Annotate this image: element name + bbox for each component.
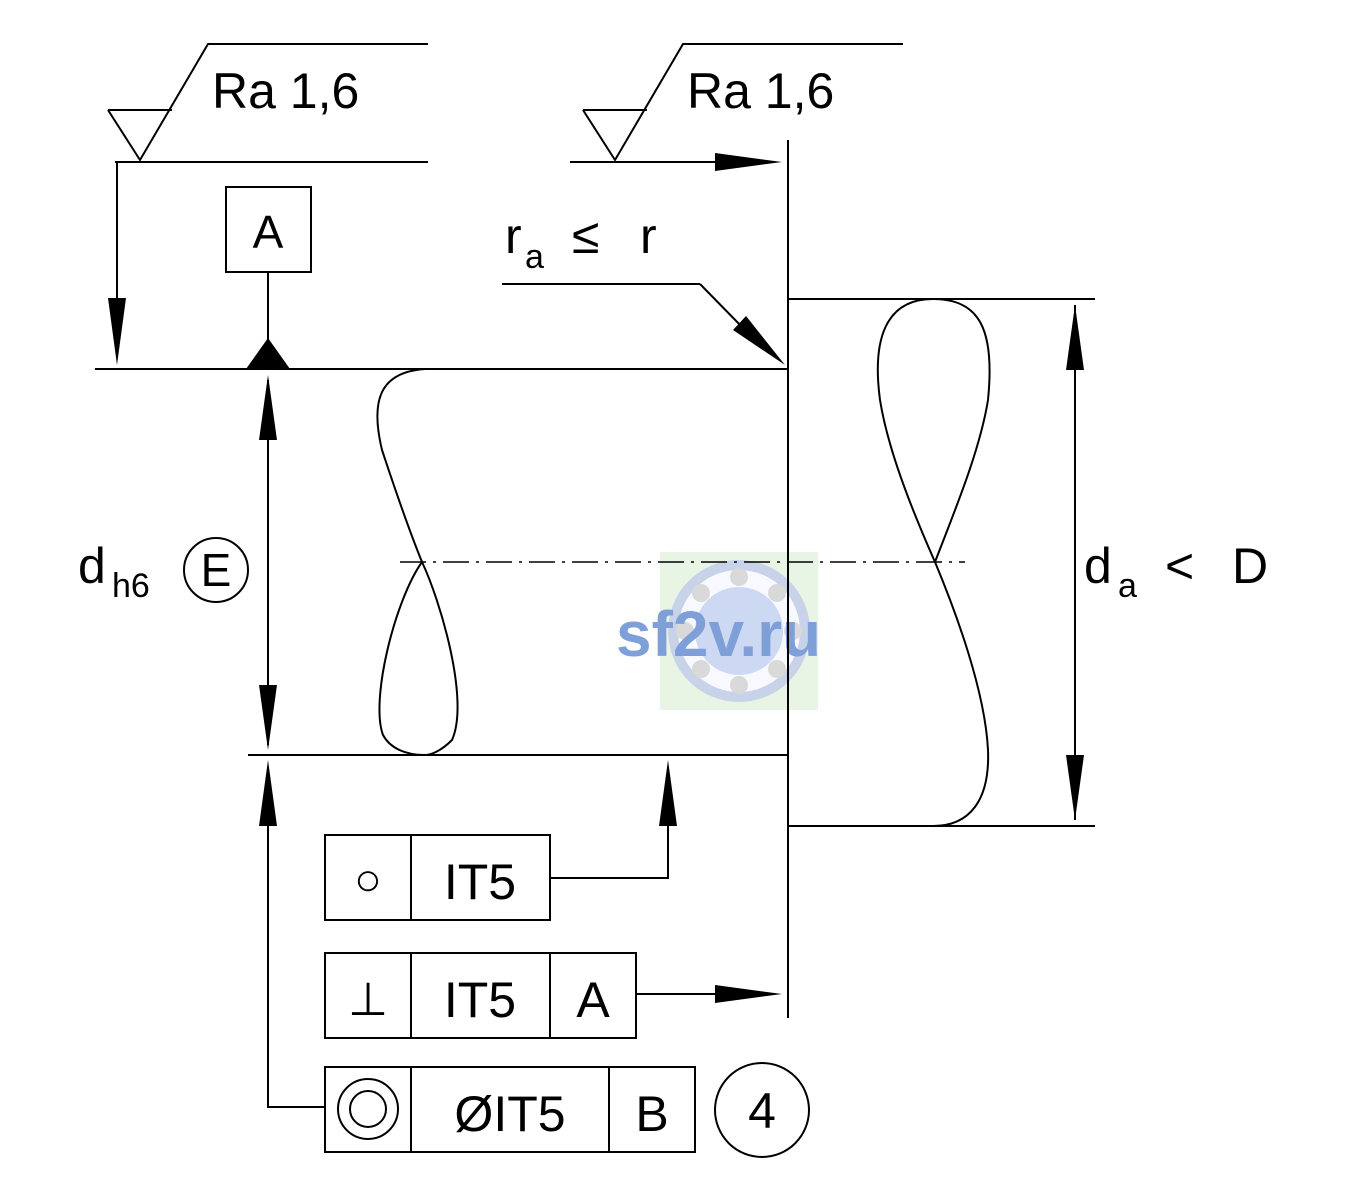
coaxiality-arrow [259,760,277,826]
break-lines [376,298,991,827]
shoulder-relation: < [1165,538,1194,594]
shoulder-value: D [1232,538,1268,594]
datum-a-triangle [246,338,290,369]
fillet-r-right: r [640,208,657,264]
datum-a-label: A [253,206,284,258]
roughness-leader-vertical [108,162,126,365]
circularity-tolerance: IT5 [444,854,516,910]
perpendicularity-frame: ⊥ IT5 A [324,952,782,1039]
circularity-frame: ○ IT5 [324,760,677,921]
watermark-bearing-hub [695,587,783,675]
fillet-r-sub: a [525,238,544,276]
envelope-circle [183,537,249,603]
right-break-curve-upper [876,298,936,563]
shaft-diameter-dim: d h6 E [78,375,277,750]
roughness-symbol-left: Ra 1,6 [107,43,428,163]
fillet-relation: ≤ [572,208,599,264]
note-marker: 4 [714,1062,810,1158]
note-marker-label: 4 [748,1083,776,1139]
coaxiality-outer-circle [337,1078,399,1140]
roughness-symbol-right: Ra 1,6 [570,43,903,171]
shoulder-diameter-dim: d a < D [1066,305,1268,820]
shoulder-d: d [1084,538,1112,594]
coaxiality-inner-circle [349,1090,387,1128]
perpendicularity-datum: A [576,972,610,1028]
coaxiality-tolerance: ØIT5 [454,1086,565,1142]
watermark: sf2v.ru [616,552,821,710]
roughness-label-left: Ra 1,6 [212,63,359,119]
circularity-symbol: ○ [354,853,382,905]
coaxiality-frame: ØIT5 B [259,760,696,1153]
fillet-r: r [505,208,522,264]
fillet-note: r a ≤ r [502,208,785,365]
roughness-label-right: Ra 1,6 [687,63,834,119]
perpendicularity-tolerance: IT5 [444,972,516,1028]
perpendicularity-arrow [715,985,782,1003]
circularity-arrow [659,760,677,826]
shaft-d-sub: h6 [112,567,150,605]
perpendicularity-symbol: ⊥ [348,973,388,1025]
fillet-arrow [733,316,785,365]
roughness-arrow-right [715,153,782,171]
datum-a: A [225,186,312,369]
shaft-d: d [78,538,106,594]
envelope-symbol: E [201,544,232,596]
watermark-text: sf2v.ru [616,598,821,670]
shoulder-d-sub: a [1118,567,1137,605]
roughness-check-right [582,43,903,162]
left-break-curve [376,368,459,757]
watermark-bearing-balls [676,568,802,694]
coaxiality-datum: B [635,1086,668,1142]
roughness-check-left [107,43,428,162]
